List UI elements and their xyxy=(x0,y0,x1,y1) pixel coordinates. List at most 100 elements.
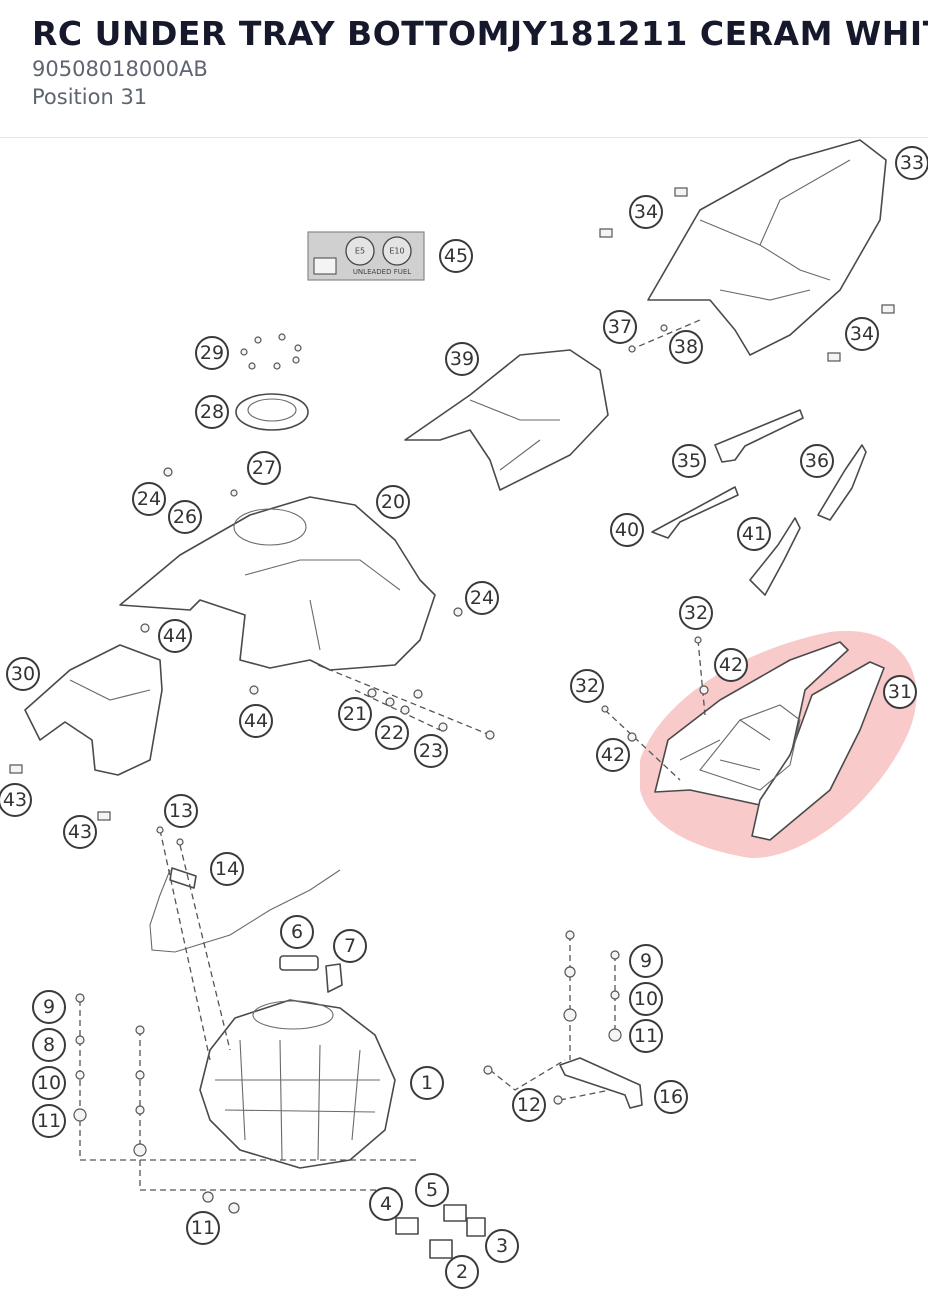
svg-text:27: 27 xyxy=(252,457,276,479)
part-number: 90508018000AB xyxy=(32,57,208,81)
callout-9[interactable]: 9 xyxy=(32,990,66,1024)
callout-13[interactable]: 13 xyxy=(164,794,198,828)
svg-text:10: 10 xyxy=(634,988,658,1010)
callout-45[interactable]: 45 xyxy=(439,239,473,273)
svg-text:29: 29 xyxy=(200,342,224,364)
svg-text:6: 6 xyxy=(291,921,303,943)
part-bracket[interactable] xyxy=(559,1057,643,1109)
svg-text:33: 33 xyxy=(900,152,924,174)
callout-35[interactable]: 35 xyxy=(672,444,706,478)
callout-27[interactable]: 27 xyxy=(247,451,281,485)
callout-21[interactable]: 21 xyxy=(338,697,372,731)
part-cap-screws[interactable] xyxy=(240,333,302,370)
part-rubber-blocks[interactable] xyxy=(395,1204,486,1259)
part-fuel-cap[interactable] xyxy=(235,393,309,431)
svg-text:26: 26 xyxy=(173,506,197,528)
svg-text:42: 42 xyxy=(719,654,743,676)
fuel-label-sticker[interactable]: E5 E10 UNLEADED FUEL xyxy=(307,231,425,281)
callout-41[interactable]: 41 xyxy=(737,517,771,551)
callout-20[interactable]: 20 xyxy=(376,485,410,519)
callout-31[interactable]: 31 xyxy=(883,675,917,709)
callout-1[interactable]: 1 xyxy=(410,1066,444,1100)
callout-29[interactable]: 29 xyxy=(195,336,229,370)
callout-38[interactable]: 38 xyxy=(669,330,703,364)
svg-text:20: 20 xyxy=(381,491,405,513)
svg-text:8: 8 xyxy=(43,1034,55,1056)
callout-43[interactable]: 43 xyxy=(0,783,32,817)
svg-text:44: 44 xyxy=(163,625,187,647)
callout-33[interactable]: 33 xyxy=(895,146,928,180)
svg-text:39: 39 xyxy=(450,348,474,370)
svg-text:43: 43 xyxy=(3,789,27,811)
svg-text:10: 10 xyxy=(37,1072,61,1094)
exploded-parts-diagram[interactable]: E5 E10 UNLEADED FUEL xyxy=(0,139,928,1290)
callout-44[interactable]: 44 xyxy=(158,619,192,653)
callout-24[interactable]: 24 xyxy=(465,581,499,615)
callout-9[interactable]: 9 xyxy=(629,944,663,978)
svg-text:23: 23 xyxy=(419,740,443,762)
callout-42[interactable]: 42 xyxy=(714,648,748,682)
callout-11[interactable]: 11 xyxy=(186,1211,220,1245)
svg-text:11: 11 xyxy=(634,1025,658,1047)
svg-text:13: 13 xyxy=(169,800,193,822)
svg-text:36: 36 xyxy=(805,450,829,472)
callout-6[interactable]: 6 xyxy=(280,915,314,949)
svg-text:1: 1 xyxy=(421,1072,433,1094)
diagram-canvas: E5 E10 UNLEADED FUEL xyxy=(0,139,928,1289)
svg-text:24: 24 xyxy=(470,587,494,609)
callout-39[interactable]: 39 xyxy=(445,342,479,376)
svg-text:45: 45 xyxy=(444,245,468,267)
part-breather-hose[interactable] xyxy=(149,869,341,953)
part-rear-seat[interactable] xyxy=(647,139,887,356)
callout-24[interactable]: 24 xyxy=(132,482,166,516)
callout-3[interactable]: 3 xyxy=(485,1229,519,1263)
callout-32[interactable]: 32 xyxy=(679,596,713,630)
hardware-fasteners xyxy=(9,187,895,1214)
callout-22[interactable]: 22 xyxy=(375,716,409,750)
svg-text:16: 16 xyxy=(659,1086,683,1108)
svg-text:34: 34 xyxy=(850,323,874,345)
callout-26[interactable]: 26 xyxy=(168,500,202,534)
callout-14[interactable]: 14 xyxy=(210,852,244,886)
part-under-tray[interactable] xyxy=(654,641,885,841)
callout-8[interactable]: 8 xyxy=(32,1028,66,1062)
callout-11[interactable]: 11 xyxy=(629,1019,663,1053)
callout-40[interactable]: 40 xyxy=(610,513,644,547)
fuel-label-caption: UNLEADED FUEL xyxy=(353,268,411,276)
callout-23[interactable]: 23 xyxy=(414,734,448,768)
part-fuel-tank[interactable] xyxy=(199,999,396,1169)
callout-7[interactable]: 7 xyxy=(333,929,367,963)
part-side-cover[interactable] xyxy=(24,644,163,776)
svg-text:9: 9 xyxy=(43,996,55,1018)
part-position: Position 31 xyxy=(32,85,148,109)
callout-37[interactable]: 37 xyxy=(603,310,637,344)
svg-text:35: 35 xyxy=(677,450,701,472)
callout-11[interactable]: 11 xyxy=(32,1104,66,1138)
callout-12[interactable]: 12 xyxy=(512,1088,546,1122)
part-6-pad[interactable] xyxy=(279,955,319,971)
callout-30[interactable]: 30 xyxy=(6,657,40,691)
svg-text:12: 12 xyxy=(517,1094,541,1116)
part-7-clip[interactable] xyxy=(325,963,343,993)
callout-28[interactable]: 28 xyxy=(195,395,229,429)
callout-44[interactable]: 44 xyxy=(239,704,273,738)
part-front-seat[interactable] xyxy=(404,349,609,491)
callout-34[interactable]: 34 xyxy=(845,317,879,351)
svg-text:42: 42 xyxy=(601,744,625,766)
callout-10[interactable]: 10 xyxy=(629,982,663,1016)
svg-text:28: 28 xyxy=(200,401,224,423)
svg-text:5: 5 xyxy=(426,1179,438,1201)
callout-36[interactable]: 36 xyxy=(800,444,834,478)
callout-16[interactable]: 16 xyxy=(654,1080,688,1114)
callout-5[interactable]: 5 xyxy=(415,1173,449,1207)
part-tank-cover[interactable] xyxy=(119,496,436,671)
callout-32[interactable]: 32 xyxy=(570,669,604,703)
callout-43[interactable]: 43 xyxy=(63,815,97,849)
callout-10[interactable]: 10 xyxy=(32,1066,66,1100)
part-header: RC UNDER TRAY BOTTOMJY181211 CERAM WHIT … xyxy=(0,0,928,138)
callout-34[interactable]: 34 xyxy=(629,195,663,229)
callout-42[interactable]: 42 xyxy=(596,738,630,772)
callout-4[interactable]: 4 xyxy=(369,1187,403,1221)
callout-2[interactable]: 2 xyxy=(445,1255,479,1289)
part-trim-strips[interactable] xyxy=(651,409,867,596)
